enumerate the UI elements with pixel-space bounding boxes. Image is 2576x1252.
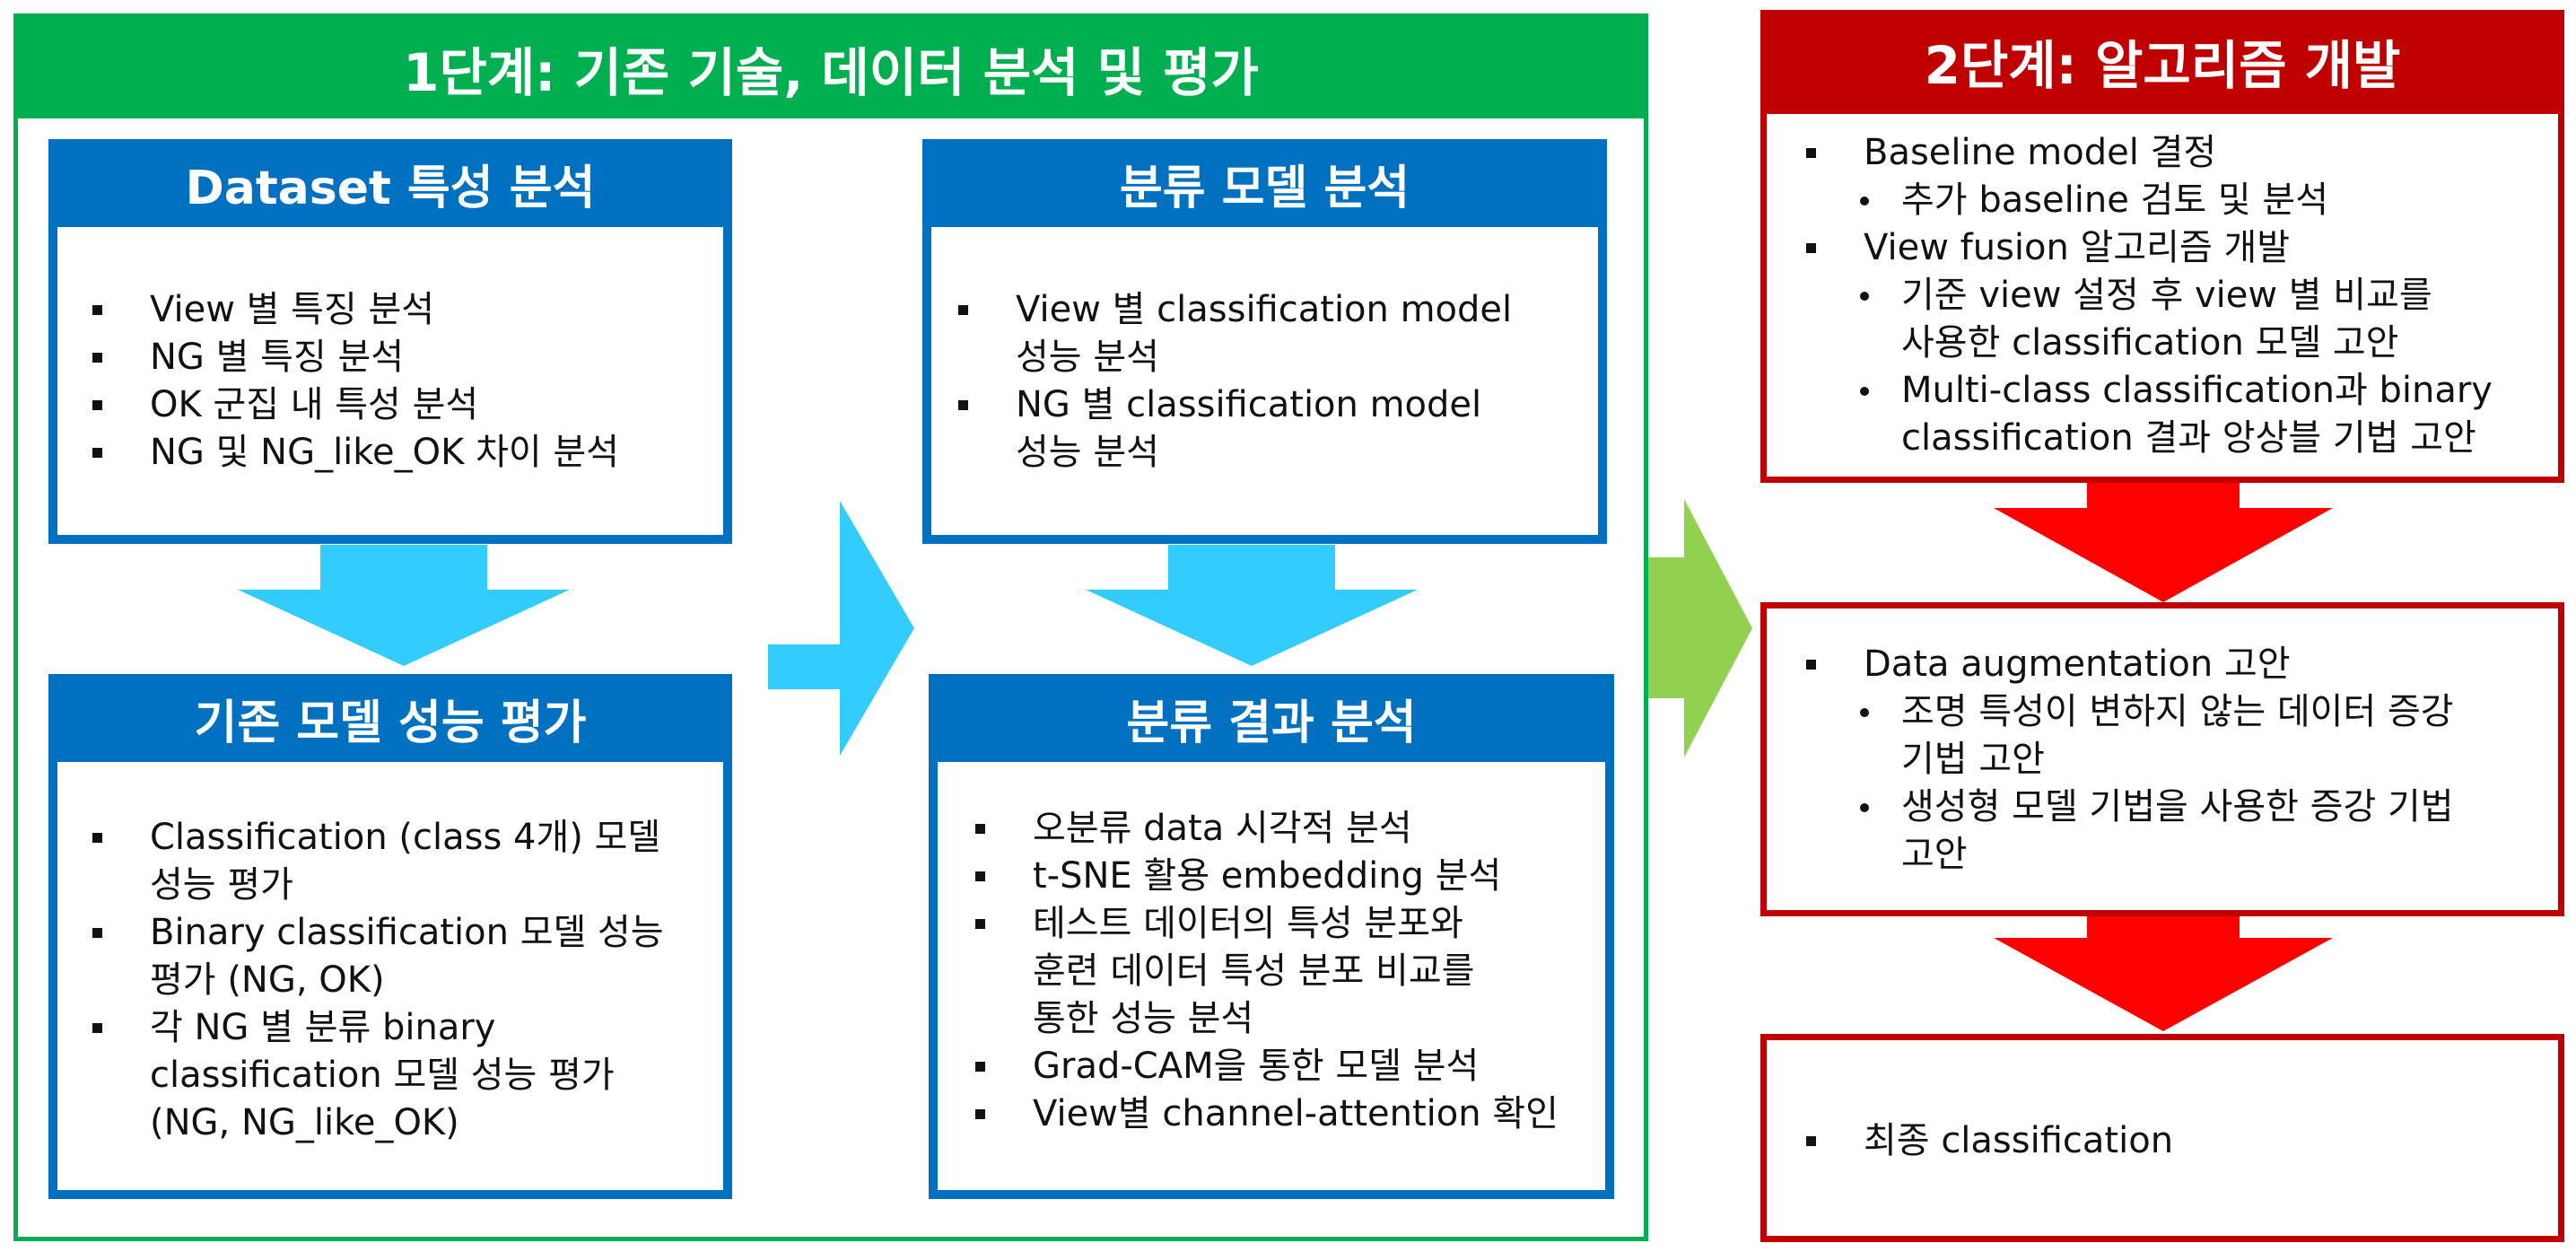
existing-model-eval-box: 기존 모델 성능 평가 Classification (class 4개) 모델…	[48, 674, 732, 1199]
classifier-analysis-title: 분류 모델 분석	[1119, 161, 1410, 215]
result-analysis-box: 분류 결과 분석 오분류 data 시각적 분석 t-SNE 활용 embedd…	[929, 674, 1614, 1199]
augmentation-box: Data augmentation 고안 조명 특성이 변하지 않는 데이터 증…	[1760, 602, 2564, 916]
right-arrow-icon	[768, 501, 914, 756]
list-item: t-SNE 활용 embedding 분석	[975, 853, 1559, 900]
list-item: 최종 classification	[1805, 1117, 2173, 1165]
algorithm-dev-list: Baseline model 결정 추가 baseline 검토 및 분석 Vi…	[1806, 129, 2493, 462]
list-item: Data augmentation 고안	[1806, 641, 2454, 688]
list-item: 추가 baseline 검토 및 분석	[1860, 177, 2493, 224]
phase2-title: 2단계: 알고리즘 개발	[1760, 10, 2564, 112]
right-arrow-icon	[1648, 499, 1752, 757]
list-item: NG 및 NG_like_OK 차이 분석	[92, 429, 619, 477]
down-arrow-icon	[1994, 916, 2333, 1031]
phase1-panel: 1단계: 기존 기술, 데이터 분석 및 평가	[13, 13, 1648, 1241]
dataset-analysis-title: Dataset 특성 분석	[185, 161, 596, 215]
list-item: OK 군집 내 특성 분석	[92, 381, 619, 429]
dataset-analysis-list: View 별 특징 분석 NG 별 특징 분석 OK 군집 내 특성 분석 NG…	[92, 286, 619, 477]
list-item: Baseline model 결정	[1806, 129, 2493, 177]
list-item: Grad-CAM을 통한 모델 분석	[975, 1043, 1559, 1090]
down-arrow-icon	[1086, 545, 1418, 666]
result-analysis-list: 오분류 data 시각적 분석 t-SNE 활용 embedding 분석 테스…	[975, 805, 1559, 1138]
down-arrow-icon	[238, 545, 570, 666]
final-classification-list: 최종 classification	[1805, 1117, 2173, 1165]
list-item: NG 별 특징 분석	[92, 334, 619, 381]
down-arrow-icon	[1994, 483, 2333, 602]
augmentation-list: Data augmentation 고안 조명 특성이 변하지 않는 데이터 증…	[1806, 641, 2454, 879]
existing-model-eval-title: 기존 모델 성능 평가	[194, 696, 587, 750]
result-analysis-title: 분류 결과 분석	[1126, 696, 1417, 750]
list-item: View 별 특징 분석	[92, 286, 619, 334]
dataset-analysis-box: Dataset 특성 분석 View 별 특징 분석 NG 별 특징 분석 OK…	[48, 139, 732, 544]
list-item: View fusion 알고리즘 개발	[1806, 224, 2493, 272]
algorithm-dev-box: Baseline model 결정 추가 baseline 검토 및 분석 Vi…	[1760, 108, 2564, 483]
phase1-title: 1단계: 기존 기술, 데이터 분석 및 평가	[18, 18, 1644, 118]
list-item: View별 channel-attention 확인	[975, 1090, 1559, 1138]
final-classification-box: 최종 classification	[1760, 1034, 2564, 1242]
list-item: 오분류 data 시각적 분석	[975, 805, 1559, 853]
